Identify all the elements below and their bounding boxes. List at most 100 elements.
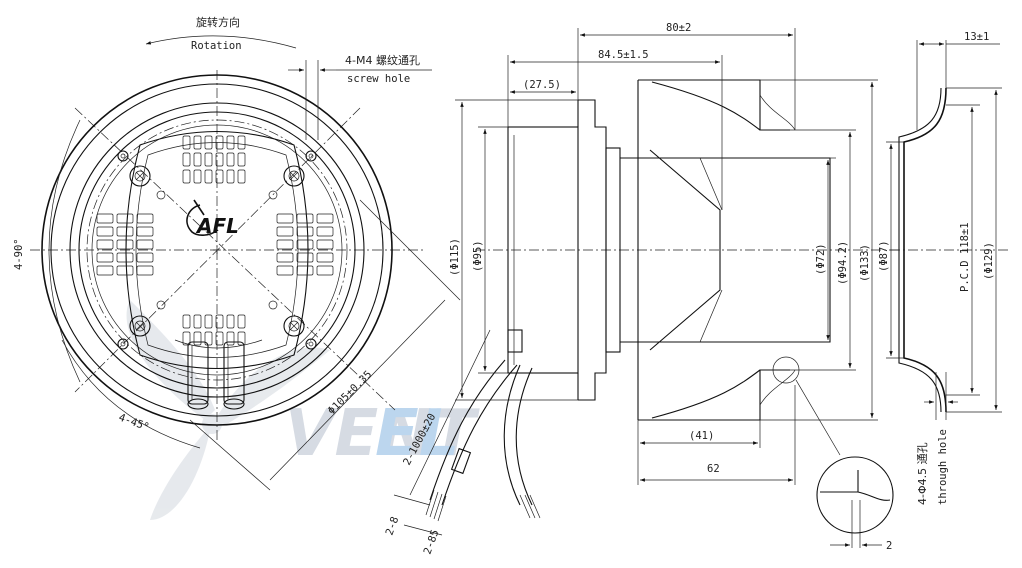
vent-slot bbox=[237, 314, 246, 329]
angle-45-arc bbox=[61, 339, 201, 449]
housing-inner-ring bbox=[78, 111, 356, 389]
vent-slot bbox=[96, 213, 114, 224]
vent-slot bbox=[296, 239, 314, 250]
width-total-label: 80±2 bbox=[666, 22, 691, 34]
inlet-lip-top bbox=[759, 94, 796, 131]
vent-slot bbox=[136, 226, 154, 237]
watermark: VENT EL bbox=[126, 300, 480, 520]
vent-slot bbox=[116, 265, 134, 276]
dia-133-label: (Φ133) bbox=[859, 244, 871, 282]
screw-boss-top-right bbox=[283, 165, 305, 187]
side-view: 2 80±2 84.5±1.5 (27.5) (Φ115) (Φ95) (Φ72… bbox=[449, 22, 900, 552]
blade-edge-top bbox=[699, 157, 723, 211]
shroud-curve-bottom bbox=[651, 369, 761, 419]
flange-outer-ring bbox=[41, 74, 393, 426]
vent-slot bbox=[204, 169, 213, 184]
gland-base-outline bbox=[174, 339, 263, 349]
vent-slot bbox=[226, 331, 235, 346]
vent-slot bbox=[116, 213, 134, 224]
small-rivets bbox=[156, 190, 278, 310]
flange-view: 13±1 (Φ87) P.C.D 118±1 (Φ129) 4-Φ4.5 通孔 … bbox=[878, 31, 1010, 505]
ventilation-slots bbox=[96, 135, 334, 346]
screw-hole-label-en: screw hole bbox=[347, 73, 410, 85]
vent-slot bbox=[204, 314, 213, 329]
vent-slot bbox=[316, 239, 334, 250]
vent-slot bbox=[215, 135, 224, 150]
vent-slot bbox=[316, 213, 334, 224]
vent-slot bbox=[316, 252, 334, 263]
cable-length-dim-line bbox=[409, 329, 491, 496]
vent-slot bbox=[237, 135, 246, 150]
mounting-holes bbox=[117, 150, 317, 350]
vent-slot bbox=[296, 213, 314, 224]
inlet-lip-bottom bbox=[759, 369, 796, 406]
impeller-blade-profile bbox=[649, 149, 721, 351]
vent-slot bbox=[182, 169, 191, 184]
vent-slot bbox=[296, 226, 314, 237]
logo-text: AFL bbox=[195, 214, 239, 238]
vent-slot bbox=[296, 252, 314, 263]
pcd-dimension-line bbox=[269, 299, 446, 481]
dia-115-label: (Φ115) bbox=[449, 238, 461, 276]
hole-label-en: through hole bbox=[937, 429, 949, 505]
afl-logo: AFL bbox=[186, 199, 239, 238]
strip-dim-line-1 bbox=[393, 494, 431, 506]
impeller-top-profile bbox=[638, 79, 790, 131]
vent-slot bbox=[116, 226, 134, 237]
pcd-label: P.C.D 118±1 bbox=[959, 222, 971, 292]
motor-outer-circle bbox=[91, 124, 343, 376]
blade-edge-bottom bbox=[699, 289, 723, 343]
flange-inner-ring bbox=[50, 83, 384, 417]
vent-slot bbox=[136, 239, 154, 250]
depth-62-label: 62 bbox=[707, 463, 720, 475]
vent-slot bbox=[204, 152, 213, 167]
impeller-hub-outline bbox=[620, 157, 831, 343]
vent-slot bbox=[136, 265, 154, 276]
strip-2-8-label: 2-8 bbox=[384, 515, 402, 537]
dia-95-label: (Φ95) bbox=[472, 240, 484, 272]
vent-slot bbox=[182, 314, 191, 329]
motor-body-inner-outline bbox=[135, 142, 299, 358]
detail-profile bbox=[820, 470, 891, 501]
vent-slot bbox=[182, 135, 191, 150]
vent-slot bbox=[193, 331, 202, 346]
vent-slot bbox=[226, 152, 235, 167]
hub-center-mark bbox=[213, 246, 221, 254]
vent-slot bbox=[215, 331, 224, 346]
vent-slot bbox=[237, 331, 246, 346]
width-mid-label: 84.5±1.5 bbox=[598, 49, 649, 61]
pcd-extension-bottom bbox=[189, 419, 271, 491]
vent-slot bbox=[276, 239, 294, 250]
thickness-label: 13±1 bbox=[964, 31, 989, 43]
cable-exit bbox=[507, 329, 523, 353]
housing-ring bbox=[69, 102, 365, 398]
vent-slot bbox=[215, 169, 224, 184]
screw-boss-bottom-left bbox=[129, 315, 151, 337]
screw-hole-label-cn: 4-M4 螺纹通孔 bbox=[345, 53, 420, 67]
motor-housing bbox=[507, 126, 579, 374]
vent-slot bbox=[276, 226, 294, 237]
detail-circle-large bbox=[816, 456, 894, 534]
vent-slot bbox=[276, 252, 294, 263]
detail-leader bbox=[795, 379, 841, 456]
depth-41-label: (41) bbox=[689, 430, 714, 442]
strip-dim-line-2 bbox=[403, 524, 443, 536]
vent-slot bbox=[276, 265, 294, 276]
vent-slot bbox=[136, 252, 154, 263]
pcd-extension-top bbox=[359, 199, 461, 301]
vent-slot bbox=[96, 252, 114, 263]
cable-gland-right bbox=[223, 341, 245, 410]
angle-45-label: 4-45° bbox=[117, 412, 151, 434]
vent-slot bbox=[116, 239, 134, 250]
vent-slot bbox=[116, 252, 134, 263]
width-left-label: (27.5) bbox=[523, 79, 561, 91]
motor-body-outline bbox=[125, 131, 309, 369]
rotation-arrow-icon bbox=[145, 35, 297, 49]
detail-2-label: 2 bbox=[886, 540, 892, 552]
vent-slot bbox=[276, 213, 294, 224]
angle-90-label: 4-90° bbox=[13, 238, 25, 270]
vent-slot bbox=[96, 226, 114, 237]
dia-94-2-label: (Φ94.2) bbox=[837, 241, 849, 285]
vent-slot bbox=[215, 152, 224, 167]
